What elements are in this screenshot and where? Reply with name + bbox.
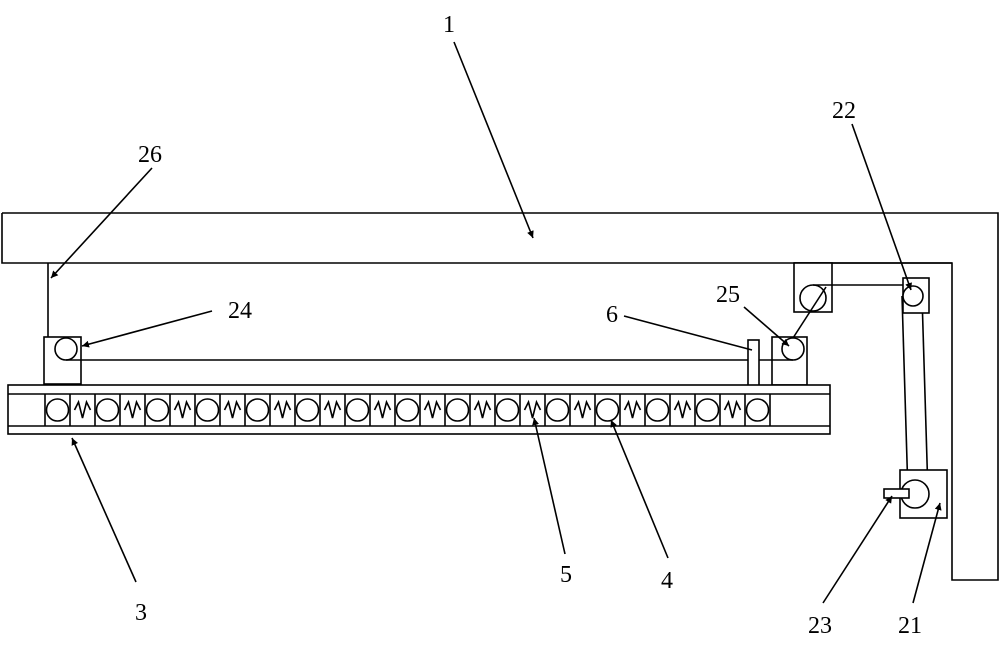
leader-3	[71, 437, 137, 583]
roller	[445, 398, 470, 422]
roller	[745, 398, 770, 422]
motor-block-21	[883, 469, 948, 519]
roller-rail	[7, 384, 831, 435]
roller	[95, 398, 120, 422]
label-3: 3	[135, 600, 147, 626]
label-4: 4	[661, 568, 673, 594]
leader-23	[822, 495, 893, 604]
roller	[195, 398, 220, 422]
leader-26	[50, 167, 153, 279]
label-5: 5	[560, 562, 572, 588]
label-6: 6	[606, 302, 618, 328]
label-26: 26	[138, 142, 162, 168]
roller	[245, 398, 270, 422]
spring	[373, 399, 392, 419]
spring	[123, 399, 142, 419]
spring	[723, 399, 742, 419]
roller	[545, 398, 570, 422]
spring	[73, 399, 92, 419]
roller	[345, 398, 370, 422]
spring	[423, 399, 442, 419]
roller	[695, 398, 720, 422]
label-23: 23	[808, 613, 832, 639]
leader-22	[851, 123, 912, 291]
rail-cells	[44, 394, 771, 426]
roller	[45, 398, 70, 422]
leader-5	[532, 417, 566, 555]
pulley-block-22	[902, 277, 930, 314]
spring	[323, 399, 342, 419]
leader-25	[743, 306, 790, 347]
label-22: 22	[832, 98, 856, 124]
label-1: 1	[443, 12, 455, 38]
spring	[173, 399, 192, 419]
spring	[573, 399, 592, 419]
cable	[66, 284, 929, 495]
right-pulley-block	[771, 336, 808, 386]
roller	[645, 398, 670, 422]
label-24: 24	[228, 298, 252, 324]
spring	[623, 399, 642, 419]
leader-24	[81, 310, 213, 348]
leader-lines	[50, 41, 942, 604]
spring	[473, 399, 492, 419]
leader-1	[453, 41, 534, 239]
motor-shaft	[883, 488, 910, 499]
roller	[395, 398, 420, 422]
label-21: 21	[898, 613, 922, 639]
label-25: 25	[716, 282, 740, 308]
leader-21	[912, 502, 942, 604]
roller	[145, 398, 170, 422]
reference-labels: 1 26 24 6 25 22 3 5 4 23 21	[135, 12, 922, 639]
roller	[295, 398, 320, 422]
spring	[673, 399, 692, 419]
roller	[595, 398, 620, 422]
roller	[495, 398, 520, 422]
leader-4	[610, 419, 669, 559]
spring	[223, 399, 242, 419]
spring	[273, 399, 292, 419]
leader-6	[623, 315, 753, 351]
